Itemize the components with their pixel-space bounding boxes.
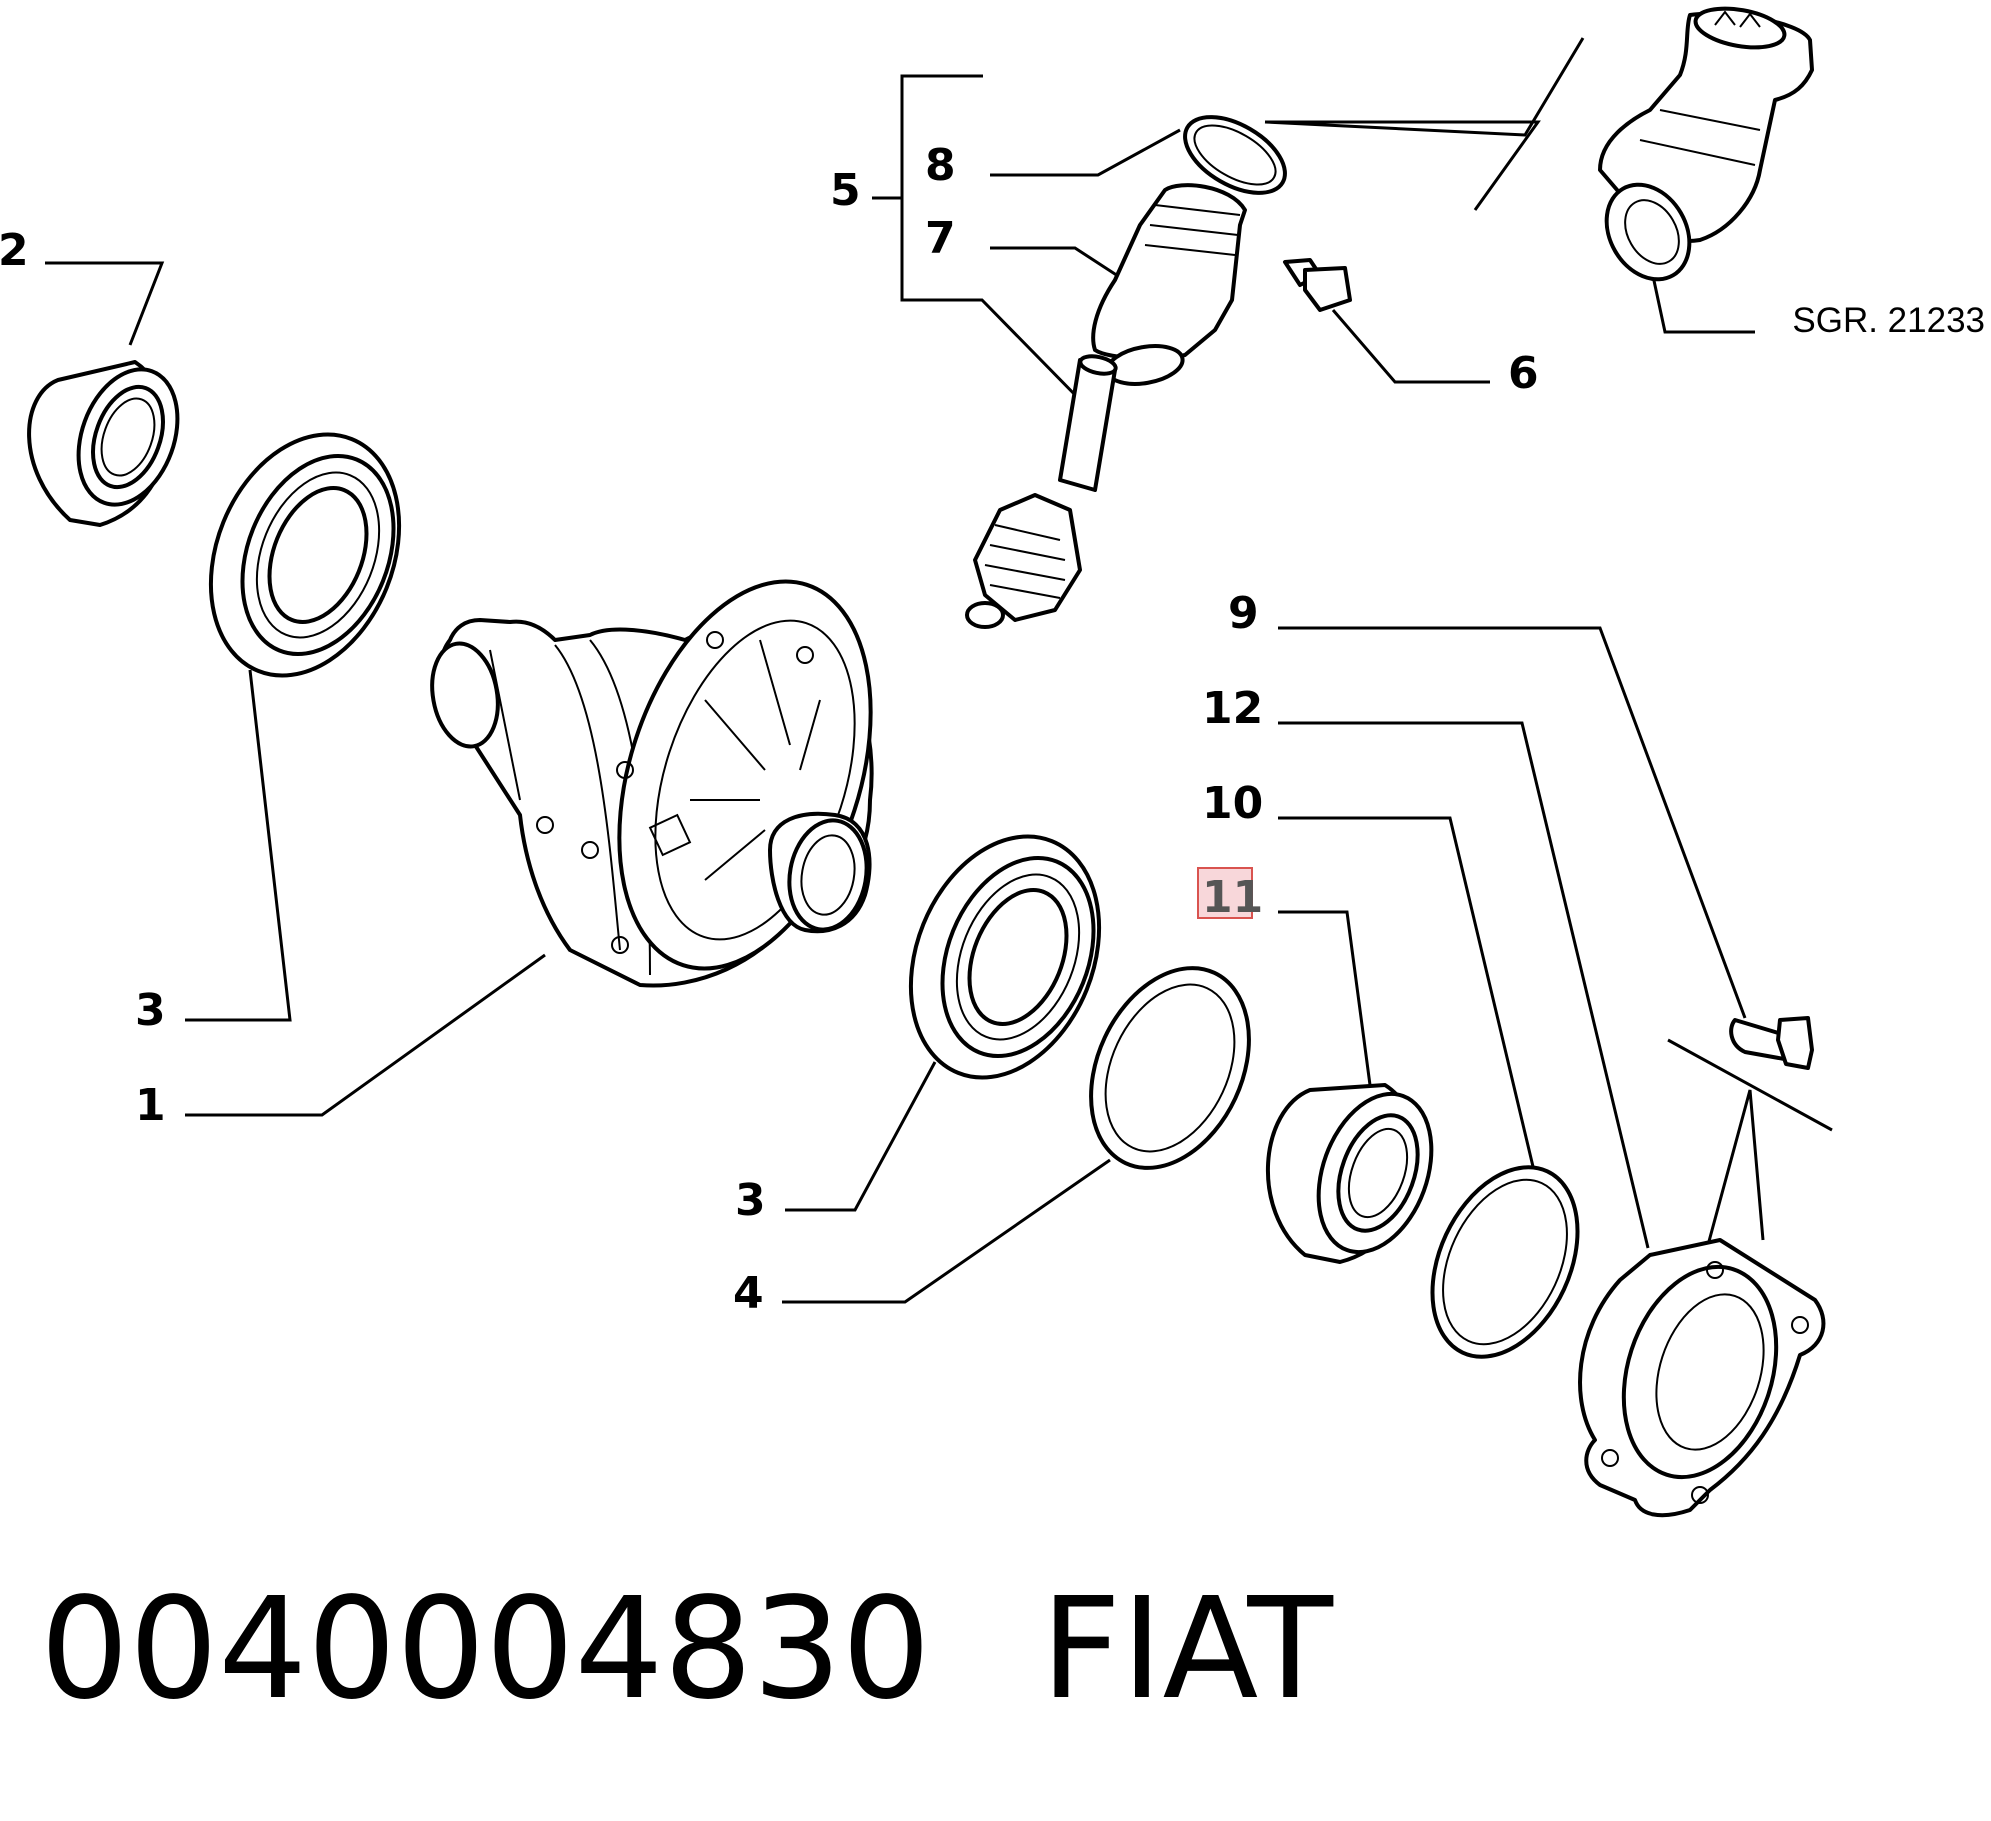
part-3-bearing-right <box>908 834 1102 1080</box>
leader-8-sensor-b <box>1264 37 1585 137</box>
label-4: 4 <box>733 1268 764 1319</box>
leader-3-right <box>785 1061 937 1212</box>
label-3-left: 3 <box>135 985 166 1036</box>
label-3-right: 3 <box>735 1175 766 1226</box>
part-11-bearing <box>1266 1083 1434 1264</box>
leader-4 <box>782 1158 1111 1304</box>
label-12: 12 <box>1202 683 1263 734</box>
leader-cover-cross <box>1667 1038 1833 1132</box>
part-6-screw <box>1283 258 1352 312</box>
part-4-shim <box>1089 966 1251 1170</box>
part-12-cover <box>1578 1238 1826 1518</box>
callout-labels: 2 3 1 3 4 5 8 7 6 SGR. 21233 9 12 10 11 <box>0 140 1985 1319</box>
label-8: 8 <box>925 140 956 191</box>
leader-9 <box>1278 626 1747 1019</box>
brand-name: FIAT <box>1040 1568 1333 1731</box>
leader-lines <box>45 37 1833 1304</box>
part-1-differential-case <box>430 579 874 988</box>
leader-6 <box>1331 309 1490 384</box>
label-11: 11 <box>1202 872 1263 923</box>
part-10-ring <box>1430 1165 1580 1359</box>
leader-1 <box>185 953 546 1117</box>
speedo-gear-shaft <box>965 354 1118 629</box>
part-2-bearing <box>27 360 180 527</box>
leader-5-bracket <box>900 74 1087 407</box>
speed-sensor <box>1598 6 1814 282</box>
leader-7 <box>990 246 1119 278</box>
leader-ref <box>1648 261 1755 334</box>
label-2: 2 <box>0 225 29 276</box>
label-10: 10 <box>1202 778 1263 829</box>
leader-cover-split <box>1706 1089 1765 1246</box>
leader-8-sensor-a <box>1265 120 1541 211</box>
part-8-o-ring <box>1183 115 1287 195</box>
leader-10 <box>1278 816 1537 1176</box>
label-7: 7 <box>925 213 956 264</box>
part-7-bush <box>1091 183 1247 386</box>
highlight-box-11 <box>1197 867 1253 919</box>
leader-3-left <box>185 669 292 1022</box>
leader-8 <box>990 128 1181 177</box>
label-9: 9 <box>1228 588 1259 639</box>
label-1: 1 <box>135 1080 166 1131</box>
leader-11 <box>1278 910 1372 1086</box>
part-number: 0040004830 <box>40 1568 931 1731</box>
part-3-bearing-left <box>208 432 402 678</box>
part-9-bolt <box>1729 1016 1814 1070</box>
leader-2 <box>45 261 165 346</box>
label-5: 5 <box>830 165 861 216</box>
leader-12 <box>1278 721 1650 1249</box>
label-6: 6 <box>1508 348 1539 399</box>
label-ref-sgr: SGR. 21233 <box>1792 301 1985 340</box>
